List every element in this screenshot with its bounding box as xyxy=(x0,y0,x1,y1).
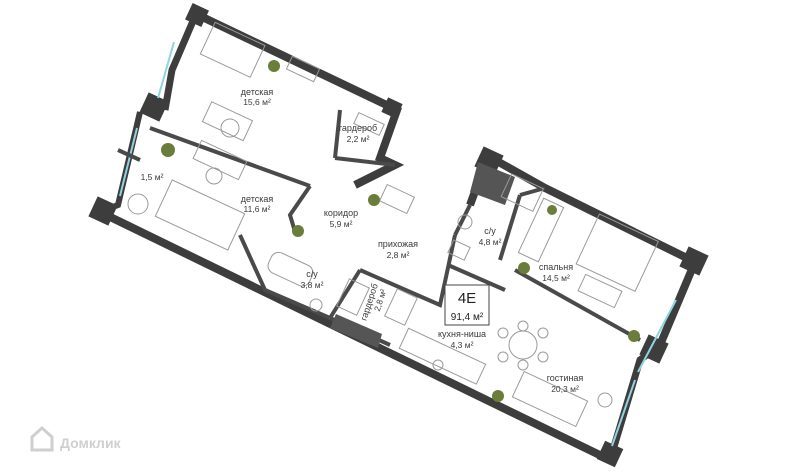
house-icon xyxy=(30,425,54,452)
plan-name: 4E xyxy=(458,290,476,307)
wall-pillars xyxy=(88,3,709,468)
room-bath1-name: с/у xyxy=(306,269,318,279)
room-corridor-area: 5,9 м² xyxy=(330,219,353,229)
room-living-area: 20,3 м² xyxy=(551,384,579,394)
plan-area: 91,4 м² xyxy=(451,312,484,323)
room-kitchen-area: 4,3 м² xyxy=(451,340,474,350)
room-kitchen-name: кухня-ниша xyxy=(438,329,486,339)
utility-shafts xyxy=(330,162,515,348)
room-living-name: гостиная xyxy=(547,373,584,383)
room-kids2-name: детская xyxy=(241,194,274,204)
windows xyxy=(119,41,677,447)
room-kids1-name: детская xyxy=(241,87,274,97)
watermark-text: Домклик xyxy=(60,435,122,451)
room-bedroom-area: 14,5 м² xyxy=(542,273,570,283)
room-bath2-area: 4,8 м² xyxy=(479,237,502,247)
room-bath2-name: с/у xyxy=(484,226,496,236)
room-hall-name: прихожая xyxy=(378,239,418,249)
room-bath1-area: 3,8 м² xyxy=(301,280,324,290)
interior-walls xyxy=(117,109,641,347)
room-labels: детская 15,6 м² гардероб 2,2 м² 1,5 м² д… xyxy=(141,87,584,394)
room-hall-area: 2,8 м² xyxy=(387,250,410,260)
room-wardrobe1-name: гардероб xyxy=(339,123,377,133)
room-kids1-area: 15,6 м² xyxy=(243,97,271,107)
room-bedroom-name: спальня xyxy=(539,262,573,272)
room-wardrobe1-area: 2,2 м² xyxy=(347,134,370,144)
plants xyxy=(161,60,640,402)
room-corridor-name: коридор xyxy=(324,208,358,218)
plan-badge: 4E 91,4 м² xyxy=(444,284,490,326)
room-kids2-area: 11,6 м² xyxy=(244,204,271,214)
room-balcony-area: 1,5 м² xyxy=(141,172,164,182)
watermark: Домклик xyxy=(30,425,122,452)
furniture xyxy=(127,21,659,428)
